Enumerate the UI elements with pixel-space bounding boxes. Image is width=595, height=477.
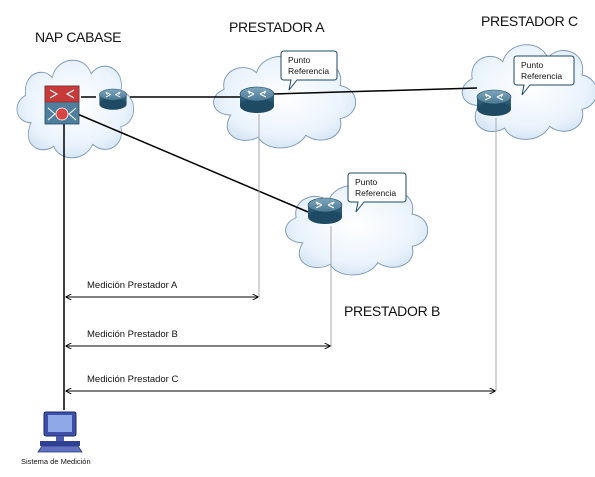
- guide-lines: [258, 114, 497, 391]
- router-icon: [307, 197, 343, 225]
- measurement-label-b: Medición Prestador B: [87, 329, 178, 340]
- label-prestador-b: PRESTADOR B: [344, 303, 440, 319]
- link-a-c: [272, 87, 478, 95]
- measurement-arrows: [66, 297, 495, 391]
- reference-label-line1: Punto: [521, 60, 543, 70]
- reference-bubble-b: Punto Referencia: [347, 172, 407, 213]
- label-prestador-c: PRESTADOR C: [481, 13, 578, 29]
- workstation-icon: [37, 411, 83, 453]
- multilayer-switch-icon: [44, 85, 80, 125]
- label-terminal: Sistema de Medición: [21, 457, 91, 466]
- reference-label-line2: Referencia: [288, 66, 329, 76]
- reference-label-line2: Referencia: [521, 71, 562, 81]
- router-icon: [98, 88, 128, 111]
- router-icon: [476, 89, 512, 117]
- label-nap: NAP CABASE: [35, 29, 121, 45]
- reference-label-line2: Referencia: [355, 188, 396, 198]
- link-nap-b: [67, 109, 309, 213]
- label-prestador-a: PRESTADOR A: [229, 19, 325, 35]
- reference-bubble-a: Punto Referencia: [280, 50, 338, 91]
- reference-label-line1: Punto: [288, 55, 310, 65]
- measurement-label-c: Medición Prestador C: [87, 374, 178, 385]
- reference-label-line1: Punto: [355, 177, 377, 187]
- links: [63, 87, 478, 410]
- router-icon: [239, 86, 275, 114]
- measurement-label-a: Medición Prestador A: [87, 280, 178, 291]
- reference-bubble-c: Punto Referencia: [513, 55, 575, 96]
